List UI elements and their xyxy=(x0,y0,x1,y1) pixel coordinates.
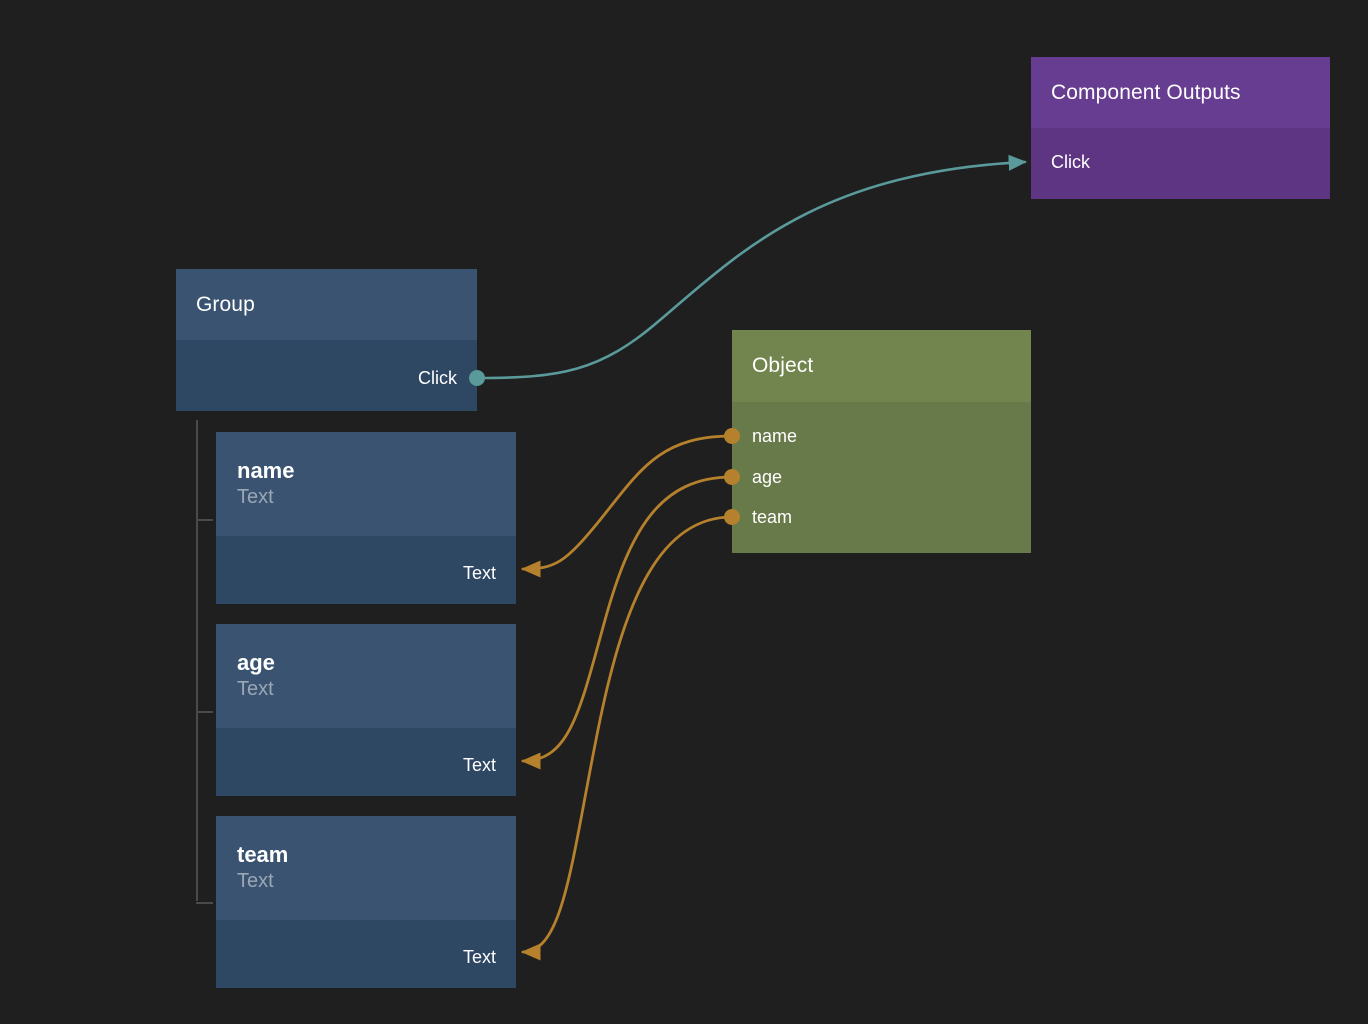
node-group[interactable]: Group Click xyxy=(176,269,485,411)
port-object-name[interactable]: name xyxy=(752,425,797,447)
port-child-age-text-label: Text xyxy=(462,754,496,775)
node-component-outputs-title: Component Outputs xyxy=(1051,80,1241,104)
node-group-title: Group xyxy=(196,292,255,316)
node-object[interactable]: Object name age team xyxy=(724,330,1031,553)
tree-stub-name xyxy=(196,519,213,521)
edge-object-age-to-child-age[interactable] xyxy=(521,475,734,770)
port-component-outputs-click[interactable]: Click xyxy=(1051,151,1090,173)
node-child-name-title: name xyxy=(237,457,295,483)
port-object-age-label: age xyxy=(752,466,783,487)
node-child-team-header[interactable]: team Text xyxy=(216,816,516,920)
port-child-team-text[interactable]: Text xyxy=(463,946,496,968)
port-object-team-label: team xyxy=(752,506,793,527)
node-component-outputs[interactable]: Component Outputs Click xyxy=(1031,57,1330,199)
edge-object-name-to-child-name[interactable] xyxy=(521,434,734,578)
port-child-age-text[interactable]: Text xyxy=(463,754,496,776)
node-child-team[interactable]: team Text Text xyxy=(216,816,516,988)
edge-object-team-to-child-team[interactable] xyxy=(521,515,734,961)
port-component-outputs-click-label: Click xyxy=(1051,151,1090,172)
node-group-body: Click xyxy=(176,340,485,411)
node-child-age-title: age xyxy=(237,649,275,675)
port-object-age[interactable]: age xyxy=(752,466,782,488)
node-child-name-type: Text xyxy=(237,486,274,509)
port-object-name-label: name xyxy=(752,425,798,446)
node-group-header[interactable]: Group xyxy=(176,269,477,340)
node-object-title: Object xyxy=(752,354,814,378)
node-child-name-body: Text xyxy=(216,536,516,604)
port-child-team-text-label: Text xyxy=(462,946,496,967)
tree-stub-age xyxy=(196,711,213,713)
node-child-age-header[interactable]: age Text xyxy=(216,624,516,728)
port-child-name-text-label: Text xyxy=(462,562,496,583)
node-child-age[interactable]: age Text Text xyxy=(216,624,516,796)
node-object-body: name age team xyxy=(724,402,1031,553)
port-dot-object-team[interactable] xyxy=(724,509,740,525)
port-group-click-label: Click xyxy=(418,367,457,388)
node-child-name[interactable]: name Text Text xyxy=(216,432,516,604)
node-child-team-type: Text xyxy=(237,870,274,893)
node-child-name-header[interactable]: name Text xyxy=(216,432,516,536)
port-child-name-text[interactable]: Text xyxy=(463,562,496,584)
node-object-header[interactable]: Object xyxy=(732,330,1031,402)
node-component-outputs-body: Click xyxy=(1031,128,1330,199)
node-child-team-body: Text xyxy=(216,920,516,988)
port-object-team[interactable]: team xyxy=(752,506,792,528)
tree-stub-team xyxy=(196,902,213,904)
node-child-age-type: Text xyxy=(237,678,274,701)
node-child-team-title: team xyxy=(237,841,289,867)
port-dot-object-age[interactable] xyxy=(724,469,740,485)
port-dot-object-name[interactable] xyxy=(724,428,740,444)
port-dot-group-click[interactable] xyxy=(469,370,485,386)
node-component-outputs-header[interactable]: Component Outputs xyxy=(1031,57,1330,128)
node-child-age-body: Text xyxy=(216,728,516,796)
tree-trunk-line xyxy=(196,420,198,901)
port-group-click[interactable]: Click xyxy=(418,367,457,389)
